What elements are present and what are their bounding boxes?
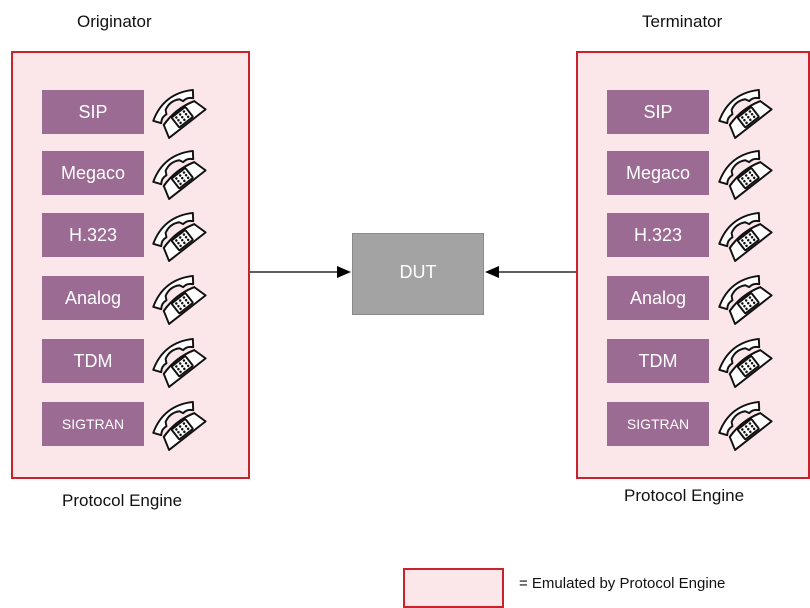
dut-label: DUT	[399, 262, 437, 282]
originator-protocol-sip: SIP	[42, 90, 144, 134]
terminator-protocol-sigtran: SIGTRAN	[607, 402, 709, 446]
telephone-icon	[150, 207, 208, 265]
telephone-icon	[150, 84, 208, 142]
originator-to-dut-arrowhead	[337, 266, 351, 278]
terminator-to-dut-arrowhead	[485, 266, 499, 278]
originator-protocol-megaco: Megaco	[42, 151, 144, 195]
legend-text: = Emulated by Protocol Engine	[519, 575, 726, 592]
originator-protocol-tdm: TDM	[42, 339, 144, 383]
telephone-icon	[150, 270, 208, 328]
dut-box: DUT	[352, 233, 484, 315]
terminator-protocol-tdm: TDM	[607, 339, 709, 383]
legend-swatch	[403, 568, 504, 608]
telephone-icon	[716, 333, 774, 391]
originator-protocol-analog: Analog	[42, 276, 144, 320]
telephone-icon	[150, 145, 208, 203]
telephone-icon	[150, 333, 208, 391]
telephone-icon	[716, 270, 774, 328]
terminator-title: Terminator	[642, 12, 723, 31]
terminator-protocol-sip: SIP	[607, 90, 709, 134]
originator-protocol-sigtran: SIGTRAN	[42, 402, 144, 446]
telephone-icon	[716, 145, 774, 203]
telephone-icon	[716, 207, 774, 265]
terminator-protocol-h323: H.323	[607, 213, 709, 257]
originator-protocol-h323: H.323	[42, 213, 144, 257]
originator-engine-label: Protocol Engine	[62, 491, 183, 510]
originator-title: Originator	[77, 12, 152, 31]
terminator-engine-label: Protocol Engine	[624, 486, 745, 505]
terminator-protocol-analog: Analog	[607, 276, 709, 320]
telephone-icon	[150, 396, 208, 454]
telephone-icon	[716, 84, 774, 142]
terminator-protocol-megaco: Megaco	[607, 151, 709, 195]
telephone-icon	[716, 396, 774, 454]
